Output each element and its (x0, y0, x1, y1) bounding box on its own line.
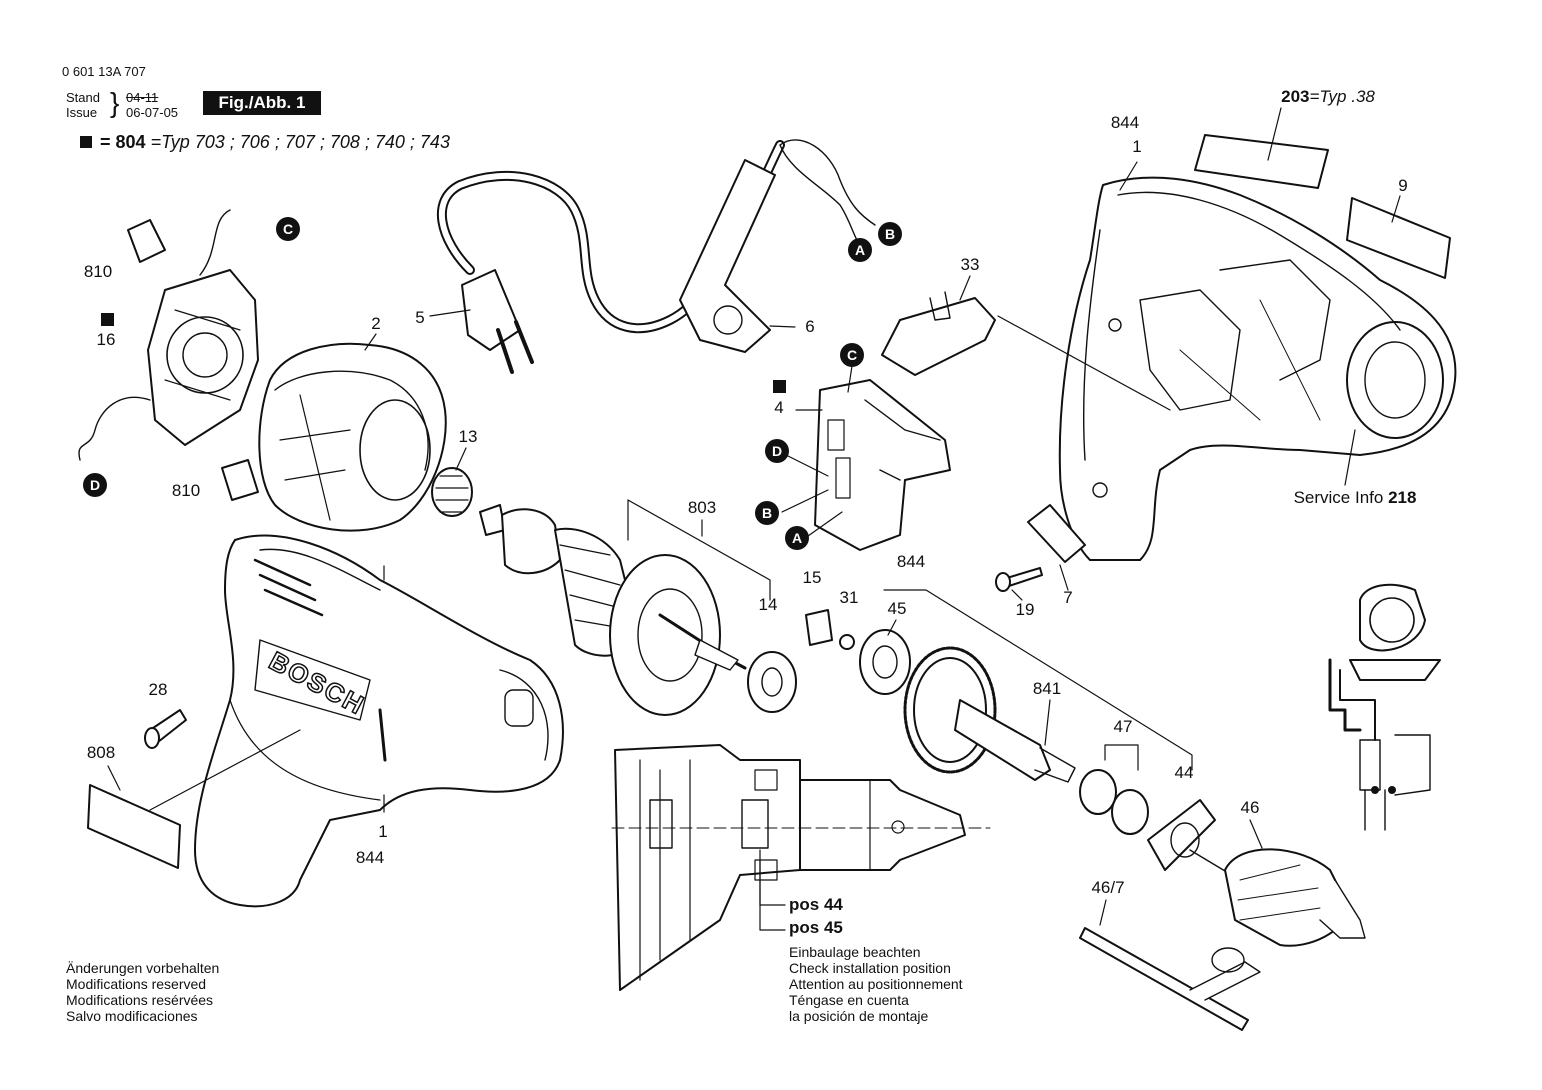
switch-button-33 (881, 275, 996, 376)
housing-half-left-1 (149, 534, 564, 908)
service-info: Service Info 218 (1294, 489, 1417, 507)
callout-14: 14 (758, 595, 778, 614)
callout-4: 4 (774, 398, 784, 417)
callout-7: 7 (1063, 588, 1073, 607)
bearing-45 (859, 589, 1193, 771)
callout-5: 5 (415, 308, 425, 327)
pos-44-label: pos 44 (789, 895, 843, 914)
callout-9: 9 (1398, 176, 1408, 195)
service-info-number: 218 (1388, 488, 1417, 507)
stand-label: Stand (66, 90, 100, 105)
fan-13 (431, 447, 473, 517)
typ-prefix: = 804 (100, 132, 146, 152)
armature-803 (479, 499, 771, 716)
field-stator-2 (258, 333, 447, 532)
bearing-44 (1147, 799, 1216, 871)
part-number: 0 601 13A 707 (62, 64, 146, 79)
callout-19: 19 (1015, 600, 1035, 619)
callout-28: 28 (148, 680, 168, 699)
install-note-line: la posición de montaje (789, 1008, 929, 1024)
install-note-line: Téngase en cuenta (789, 992, 909, 1008)
callout-46: 46 (1240, 798, 1260, 817)
callout-1-bottom: 1 (378, 822, 388, 841)
callout-13: 13 (458, 427, 478, 446)
callout-6: 6 (805, 317, 815, 336)
marker-square-4 (773, 380, 786, 393)
label-sticker-808 (87, 765, 181, 869)
housing-half-right-1 (997, 161, 1457, 561)
reserved-note-line: Modifications reserved (66, 976, 207, 992)
reserved-note-line: Modifications resérvées (66, 992, 214, 1008)
spindle-gear-841 (903, 646, 1076, 783)
callout-2: 2 (371, 314, 381, 333)
rating-plate-203 (1194, 107, 1329, 189)
label-203-typ: =Typ .38 (1309, 87, 1375, 106)
stand-value: 04-11 (126, 90, 159, 105)
callout-33: 33 (960, 255, 980, 274)
chuck-46 (1189, 819, 1366, 947)
callout-16: 16 (96, 330, 116, 349)
screw-28 (144, 709, 187, 749)
retaining-rings-47 (1079, 744, 1149, 835)
bearing-14 (747, 651, 797, 713)
label-sticker-9 (1346, 195, 1451, 279)
installation-detail (611, 744, 991, 991)
issue-label: Issue (66, 105, 98, 120)
marker-square-icon (80, 136, 92, 148)
wiring-diagram (1328, 583, 1441, 831)
install-note-line: Einbaulage beachten (789, 944, 921, 960)
typ-note: = 804 =Typ 703 ; 706 ; 707 ; 708 ; 740 ;… (80, 132, 450, 153)
chuck-key-46-7 (1079, 899, 1261, 1031)
callout-15: 15 (802, 568, 822, 587)
service-info-text: Service Info (1293, 488, 1384, 507)
connector-a-cord: A (848, 238, 872, 262)
switch-4 (781, 365, 951, 551)
callout-31: 31 (839, 588, 859, 607)
callout-808: 808 (86, 743, 116, 762)
reserved-note: Änderungen vorbehalten Modifications res… (66, 960, 219, 1024)
install-note-line: Attention au positionnement (789, 976, 963, 992)
reserved-note-line: Änderungen vorbehalten (66, 960, 220, 976)
carbon-brush-810-top (127, 219, 166, 263)
callout-803: 803 (687, 498, 717, 517)
callout-44: 44 (1174, 763, 1194, 782)
callout-844-bottom: 844 (355, 848, 385, 867)
callout-45: 45 (887, 599, 907, 618)
callout-810-bottom: 810 (171, 481, 201, 500)
install-note-line: Check installation position (789, 960, 951, 976)
label-203: 203=Typ .38 (1281, 88, 1375, 106)
install-note: Einbaulage beachten Check installation p… (789, 944, 963, 1024)
connector-a-switch: A (785, 526, 809, 550)
screw-19 (995, 567, 1043, 601)
clip-15 (805, 609, 833, 646)
brush-holder-16 (78, 209, 259, 461)
pos-45-label: pos 45 (789, 918, 843, 937)
label-203-number: 203 (1281, 87, 1310, 106)
connector-d-switch: D (765, 439, 789, 463)
connector-c-top-left: C (276, 217, 300, 241)
callout-841: 841 (1032, 679, 1062, 698)
callout-810-top: 810 (83, 262, 113, 281)
callout-46-7: 46/7 (1091, 878, 1125, 897)
callout-1-top: 1 (1132, 137, 1142, 156)
typ-value: =Typ 703 ; 706 ; 707 ; 708 ; 740 ; 743 (150, 132, 450, 152)
issue-value: 06-07-05 (126, 105, 179, 120)
cord-clamp-7 (1027, 504, 1086, 591)
marker-square-16 (101, 313, 114, 326)
power-cord-5 (429, 139, 876, 374)
carbon-brush-810-bottom (221, 459, 259, 501)
cord-guard-6 (679, 159, 796, 353)
brace-glyph: } (110, 87, 120, 118)
connector-d-left: D (83, 473, 107, 497)
ring-31 (839, 634, 855, 650)
callout-844-top: 844 (1110, 113, 1140, 132)
connector-b-switch: B (755, 501, 779, 525)
callout-47: 47 (1113, 717, 1133, 736)
figure-badge: Fig./Abb. 1 (203, 91, 321, 115)
connector-c-switch: C (840, 343, 864, 367)
reserved-note-line: Salvo modificaciones (66, 1008, 198, 1024)
connector-b-cord: B (878, 222, 902, 246)
callout-844-mid: 844 (896, 552, 926, 571)
